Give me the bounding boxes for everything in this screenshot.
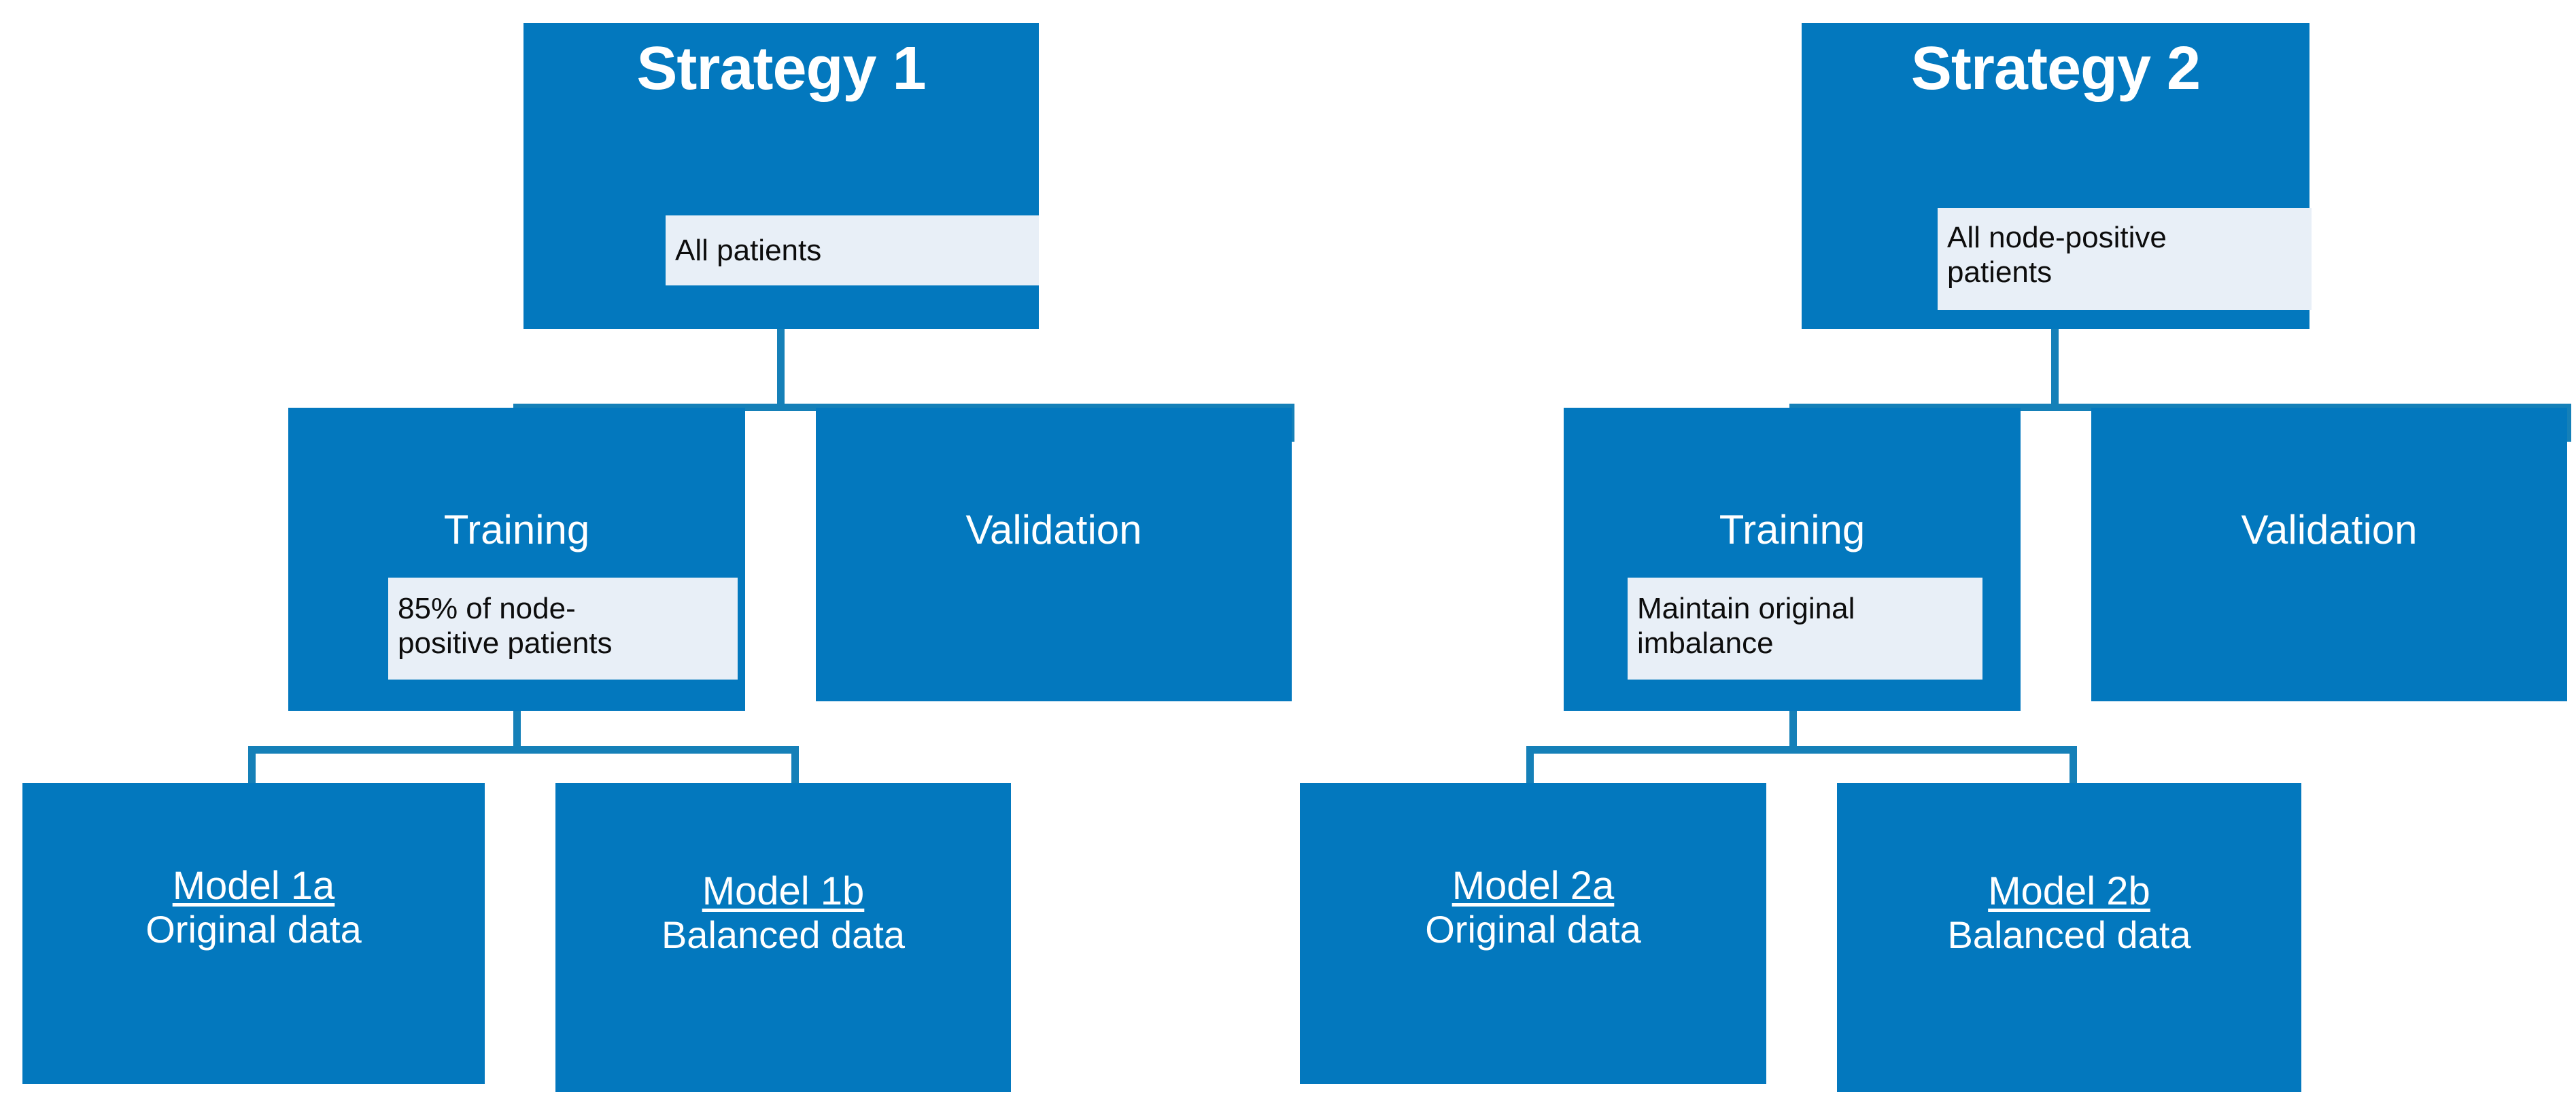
strategy-2-validation-node[interactable]: Validation — [2091, 408, 2567, 701]
model-1b-title: Model 1b — [702, 869, 865, 913]
strategy-1-training-crossbar — [248, 746, 799, 754]
strategy-1-training-label: Training — [443, 507, 590, 552]
strategy-1-drop-model-1a — [248, 746, 256, 783]
strategy-2-drop-model-2a — [1526, 746, 1534, 783]
model-2a-node[interactable]: Model 2a Original data — [1300, 783, 1766, 1084]
strategy-2-training-crossbar — [1526, 746, 2077, 754]
model-1a-subtitle: Original data — [145, 907, 362, 951]
strategy-2-training-callout-line-1: Maintain original — [1637, 592, 1855, 625]
strategy-1-title: Strategy 1 — [636, 35, 926, 103]
strategy-1-validation-node[interactable]: Validation — [816, 408, 1292, 701]
model-2a-subtitle: Original data — [1425, 907, 1641, 951]
model-2a-title: Model 2a — [1452, 864, 1615, 908]
strategy-2-root-callout-line-1: All node-positive — [1947, 221, 2167, 254]
strategy-1-validation-label: Validation — [965, 507, 1142, 552]
strategy-2-training-node[interactable]: Training Maintain original imbalance — [1564, 408, 2021, 711]
strategy-2-title: Strategy 2 — [1910, 35, 2201, 103]
strategy-2-root-callout: All node-positive patients — [1938, 208, 2312, 310]
strategy-2-root-stem — [2051, 329, 2059, 404]
strategy-2-root-callout-line-2: patients — [1947, 256, 2053, 289]
model-1b-node[interactable]: Model 1b Balanced data — [555, 783, 1011, 1092]
strategy-2-training-label: Training — [1719, 507, 1866, 552]
model-1b-text: Model 1b Balanced data — [555, 869, 1011, 957]
model-2b-text: Model 2b Balanced data — [1837, 869, 2301, 957]
model-1a-node[interactable]: Model 1a Original data — [22, 783, 485, 1084]
strategy-2-training-stem — [1789, 711, 1797, 746]
strategy-2-training-callout: Maintain original imbalance — [1628, 578, 1982, 680]
strategy-1-root-node[interactable]: Strategy 1 All patients — [523, 23, 1039, 329]
strategy-1-root-stem — [777, 329, 785, 357]
strategy-1-root-stem-lower — [777, 356, 785, 404]
strategy-1-training-stem — [513, 711, 521, 746]
strategy-1-drop-model-1b — [791, 746, 799, 783]
model-1a-title: Model 1a — [172, 864, 335, 908]
strategy-1-training-callout: 85% of node- positive patients — [388, 578, 738, 680]
strategy-2-training-callout-line-2: imbalance — [1637, 627, 1774, 661]
model-2a-text: Model 2a Original data — [1300, 864, 1766, 951]
strategy-2-drop-model-2b — [2070, 746, 2077, 783]
strategy-2-drop-validation — [2564, 404, 2571, 442]
model-2b-subtitle: Balanced data — [1947, 913, 2191, 956]
strategy-2-validation-label: Validation — [2241, 507, 2418, 552]
strategy-1-training-node[interactable]: Training 85% of node- positive patients — [288, 408, 745, 711]
model-2b-node[interactable]: Model 2b Balanced data — [1837, 783, 2301, 1092]
model-1a-text: Model 1a Original data — [22, 864, 485, 951]
model-2b-title: Model 2b — [1988, 869, 2150, 913]
strategy-1-training-callout-line-2: positive patients — [398, 627, 613, 661]
model-1b-subtitle: Balanced data — [661, 913, 906, 956]
strategy-2-root-node[interactable]: Strategy 2 All node-positive patients — [1802, 23, 2312, 329]
strategy-1-training-callout-line-1: 85% of node- — [398, 592, 576, 625]
strategy-1-root-callout: All patients — [666, 215, 1039, 285]
strategy-2-root-crossbar — [1789, 404, 2571, 411]
strategy-1-root-callout-text: All patients — [675, 233, 822, 267]
strategy-1-root-crossbar — [513, 404, 1294, 411]
